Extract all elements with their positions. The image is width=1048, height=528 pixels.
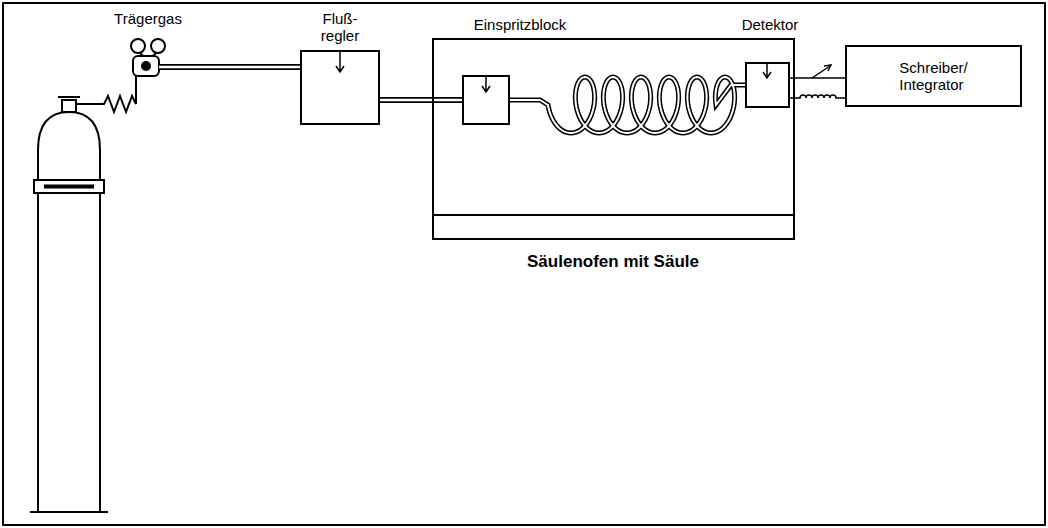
switch-arrow (824, 65, 831, 71)
regulator-knob (141, 61, 151, 71)
injector-box: Einspritzblock (462, 75, 510, 125)
switch-lever (812, 66, 830, 78)
signal-wire (790, 78, 845, 79)
signal-wire (790, 95, 845, 98)
pressure-gauge (131, 39, 145, 53)
pointer-arrow (763, 62, 771, 78)
gas-cylinder (38, 112, 100, 512)
recorder-box: Schreiber/ Integrator (845, 45, 1022, 107)
pointer-arrow (482, 75, 490, 92)
connector-line (380, 97, 462, 103)
cylinder-valve (62, 100, 76, 112)
cylinder-base (30, 511, 108, 513)
connector-bore (510, 77, 745, 133)
gas-line (380, 100, 462, 101)
connector-line (790, 77, 845, 79)
spring-hose (76, 74, 136, 112)
node-label: Fluß- regler (321, 10, 359, 45)
collar-handle (44, 185, 94, 189)
node-label: Einspritzblock (474, 16, 567, 33)
gas-line (510, 77, 745, 133)
gas-pipe (159, 64, 300, 70)
node-label: Säulenofen mit Säule (527, 252, 699, 272)
node-label: Schreiber/ Integrator (899, 59, 967, 94)
pressure-gauge (151, 39, 165, 53)
node-label: Detektor (742, 16, 799, 33)
cylinder-collar (34, 180, 104, 193)
detector-box: Detektor (745, 62, 790, 108)
connector-line (510, 77, 745, 133)
column-oven-box: Säulenofen mit SäuleEinspritzblockDetekt… (432, 38, 795, 240)
part-label: Trägergas (114, 10, 182, 27)
flow-controller-box: Fluß- regler (300, 50, 380, 125)
pointer-arrow (336, 50, 344, 72)
connector-bore (380, 99, 462, 102)
pressure-regulator (133, 56, 159, 76)
oven-floor (432, 214, 795, 216)
frame (3, 3, 1045, 525)
gas-pipe (159, 66, 300, 69)
valve-handle (58, 96, 80, 98)
